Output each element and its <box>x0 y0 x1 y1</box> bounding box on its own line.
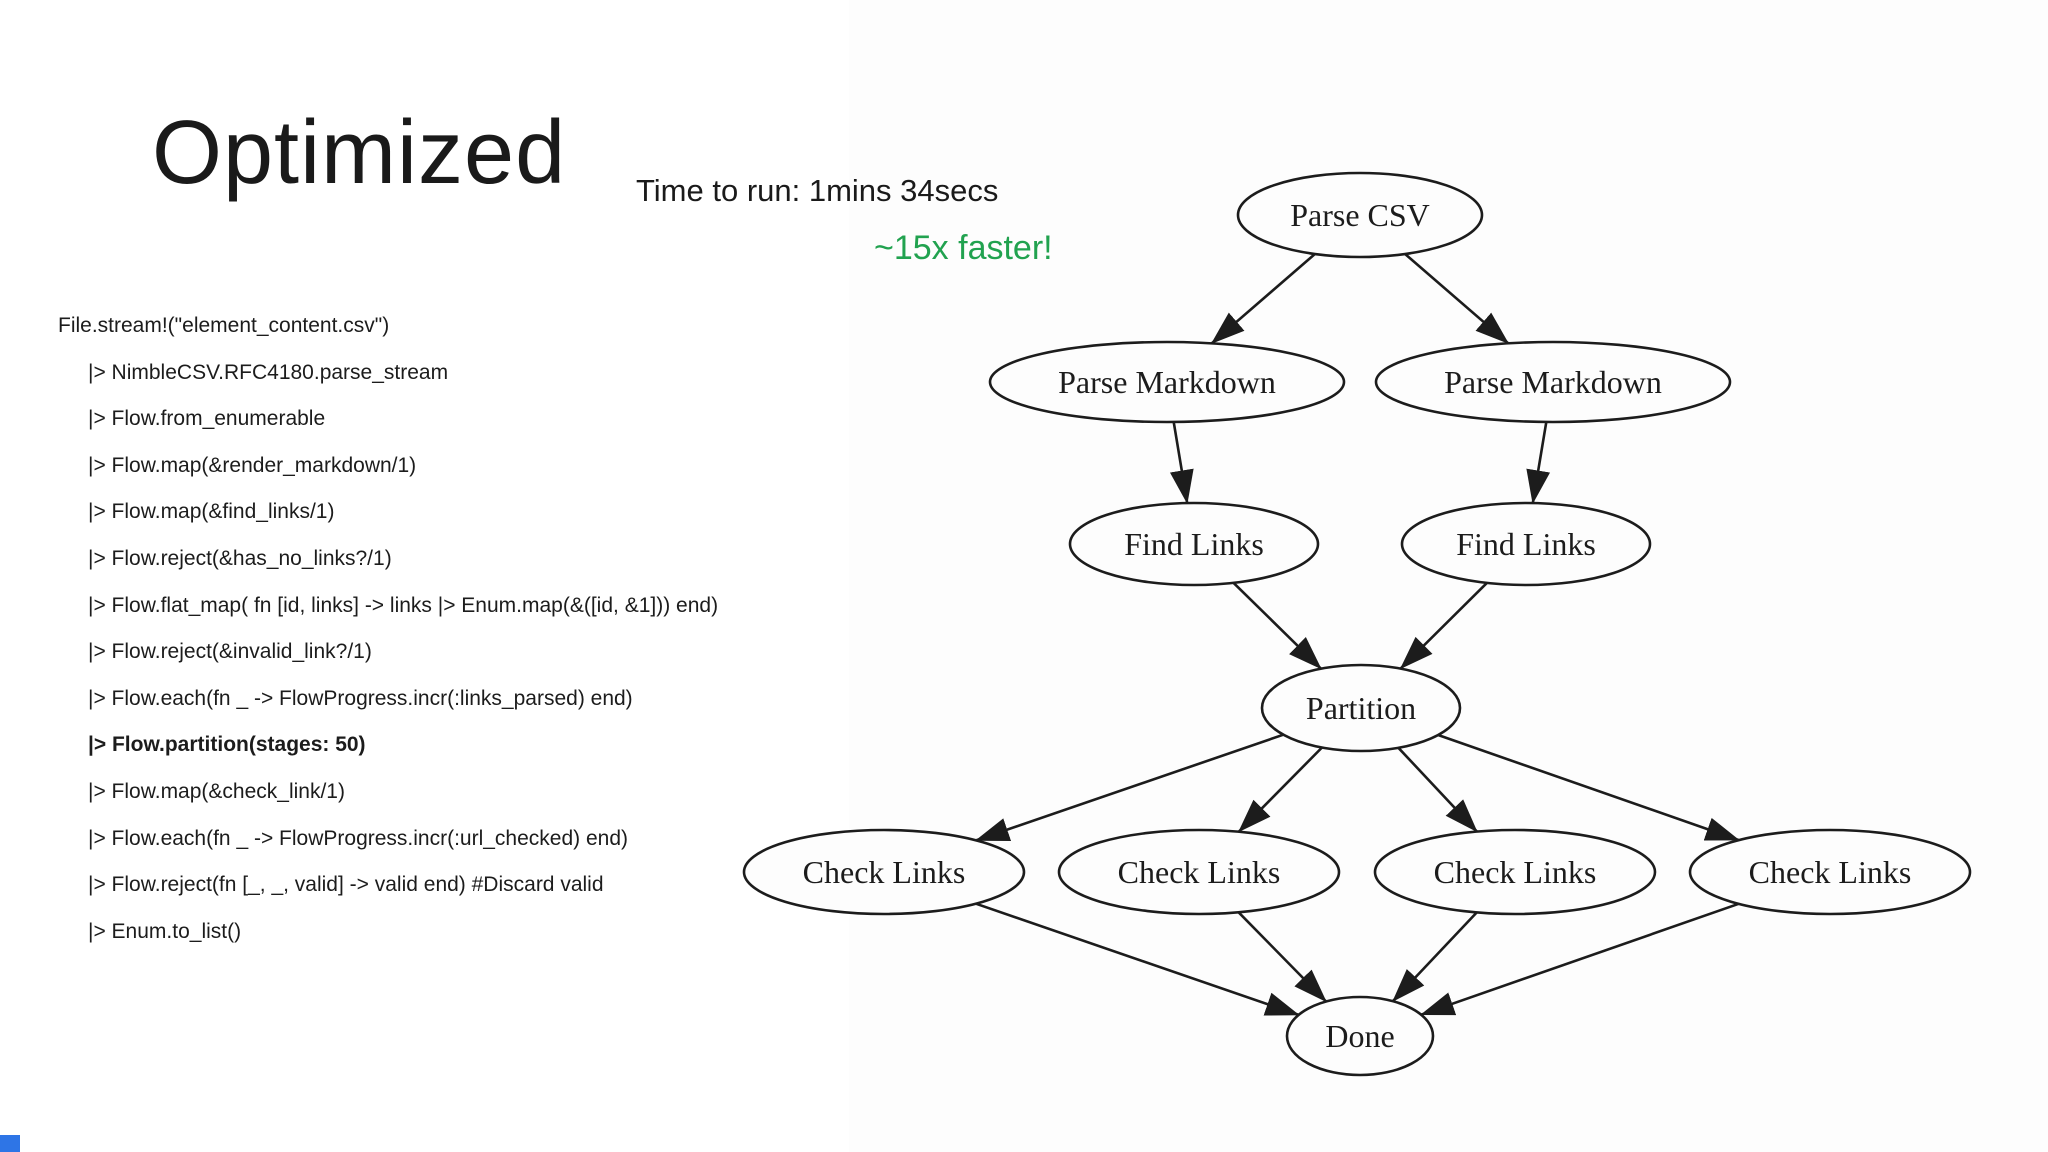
node-label: Done <box>1325 1018 1394 1054</box>
node-ellipse <box>1260 663 1462 753</box>
node-label: Find Links <box>1124 526 1264 562</box>
code-line: |> Flow.flat_map( fn [id, links] -> link… <box>88 593 719 617</box>
diagram-node-partition: Partition <box>1260 663 1462 753</box>
node-label: Find Links <box>1456 526 1596 562</box>
node-label: Partition <box>1306 690 1416 726</box>
node-label: Parse Markdown <box>1444 364 1662 400</box>
diagram-node-find-links-r: Find Links <box>1400 501 1652 587</box>
node-ellipse <box>1400 501 1652 587</box>
code-line: |> Flow.reject(&has_no_links?/1) <box>88 546 392 570</box>
node-label: Parse Markdown <box>1058 364 1276 400</box>
code-line: |> Flow.from_enumerable <box>88 407 326 431</box>
code-line: |> Flow.map(&find_links/1) <box>88 500 335 524</box>
code-block: File.stream!("element_content.csv") |> Ni… <box>58 303 718 955</box>
diagram-edge <box>975 733 1284 842</box>
code-line: |> Enum.to_list() <box>88 919 242 943</box>
diagram-edges <box>975 253 1740 1017</box>
diagram-node-parse-md-l: Parse Markdown <box>988 340 1346 424</box>
diagram-edge <box>1169 421 1194 505</box>
diagram-edge <box>1526 421 1551 505</box>
diagram-edge <box>1397 746 1478 833</box>
node-label: Check Links <box>1434 854 1597 890</box>
code-line: |> Flow.reject(&invalid_link?/1) <box>88 640 372 664</box>
diagram-edge <box>975 902 1300 1017</box>
node-label: Check Links <box>1118 854 1281 890</box>
code-line: |> Flow.map(&render_markdown/1) <box>88 453 417 477</box>
node-ellipse <box>1374 340 1732 424</box>
node-ellipse <box>1057 828 1341 916</box>
speedup-label: ~15x faster! <box>874 229 1053 267</box>
code-line: |> Flow.partition(stages: 50) <box>88 733 366 757</box>
node-ellipse <box>742 828 1026 916</box>
node-label: Parse CSV <box>1290 197 1430 233</box>
diagram-edge <box>1210 253 1316 345</box>
diagram-edge <box>1237 746 1323 833</box>
diagram-edge <box>1237 911 1328 1003</box>
diagram-node-parse-md-r: Parse Markdown <box>1374 340 1732 424</box>
diagram-node-check-2: Check Links <box>1057 828 1341 916</box>
code-line: |> NimbleCSV.RFC4180.parse_stream <box>88 360 449 384</box>
diagram-node-parse-csv: Parse CSV <box>1236 171 1484 259</box>
node-ellipse <box>1236 171 1484 259</box>
code-line: |> Flow.each(fn _ -> FlowProgress.incr(:… <box>88 826 629 850</box>
node-ellipse <box>1068 501 1320 587</box>
diagram-edge <box>1232 581 1322 670</box>
diagram-edge <box>1420 902 1740 1016</box>
node-ellipse <box>988 340 1346 424</box>
diagram-edge <box>1391 911 1478 1003</box>
diagram-node-done: Done <box>1285 995 1435 1077</box>
diagram-node-check-3: Check Links <box>1373 828 1657 916</box>
diagram-node-find-links-l: Find Links <box>1068 501 1320 587</box>
diagram-node-check-4: Check Links <box>1688 828 1972 916</box>
node-ellipse <box>1688 828 1972 916</box>
page-title: Optimized <box>152 103 567 203</box>
code-line: |> Flow.each(fn _ -> FlowProgress.incr(:… <box>88 686 633 710</box>
diagram-node-check-1: Check Links <box>742 828 1026 916</box>
diagram-edge <box>1399 581 1488 670</box>
diagram-nodes: Parse CSV Parse Markdown Parse MarkdownFin… <box>742 171 1972 1077</box>
time-to-run-label: Time to run: 1mins 34secs <box>636 173 999 208</box>
node-label: Check Links <box>1749 854 1912 890</box>
code-line: |> Flow.map(&check_link/1) <box>88 779 345 803</box>
code-line: |> Flow.reject(fn [_, _, valid] -> valid… <box>88 873 604 897</box>
diagram-edge <box>1404 253 1510 345</box>
code-line: File.stream!("element_content.csv") <box>58 314 390 337</box>
node-ellipse <box>1285 995 1435 1077</box>
node-ellipse <box>1373 828 1657 916</box>
corner-accent <box>0 1135 20 1152</box>
node-label: Check Links <box>803 854 966 890</box>
diagram-edge <box>1437 733 1740 842</box>
